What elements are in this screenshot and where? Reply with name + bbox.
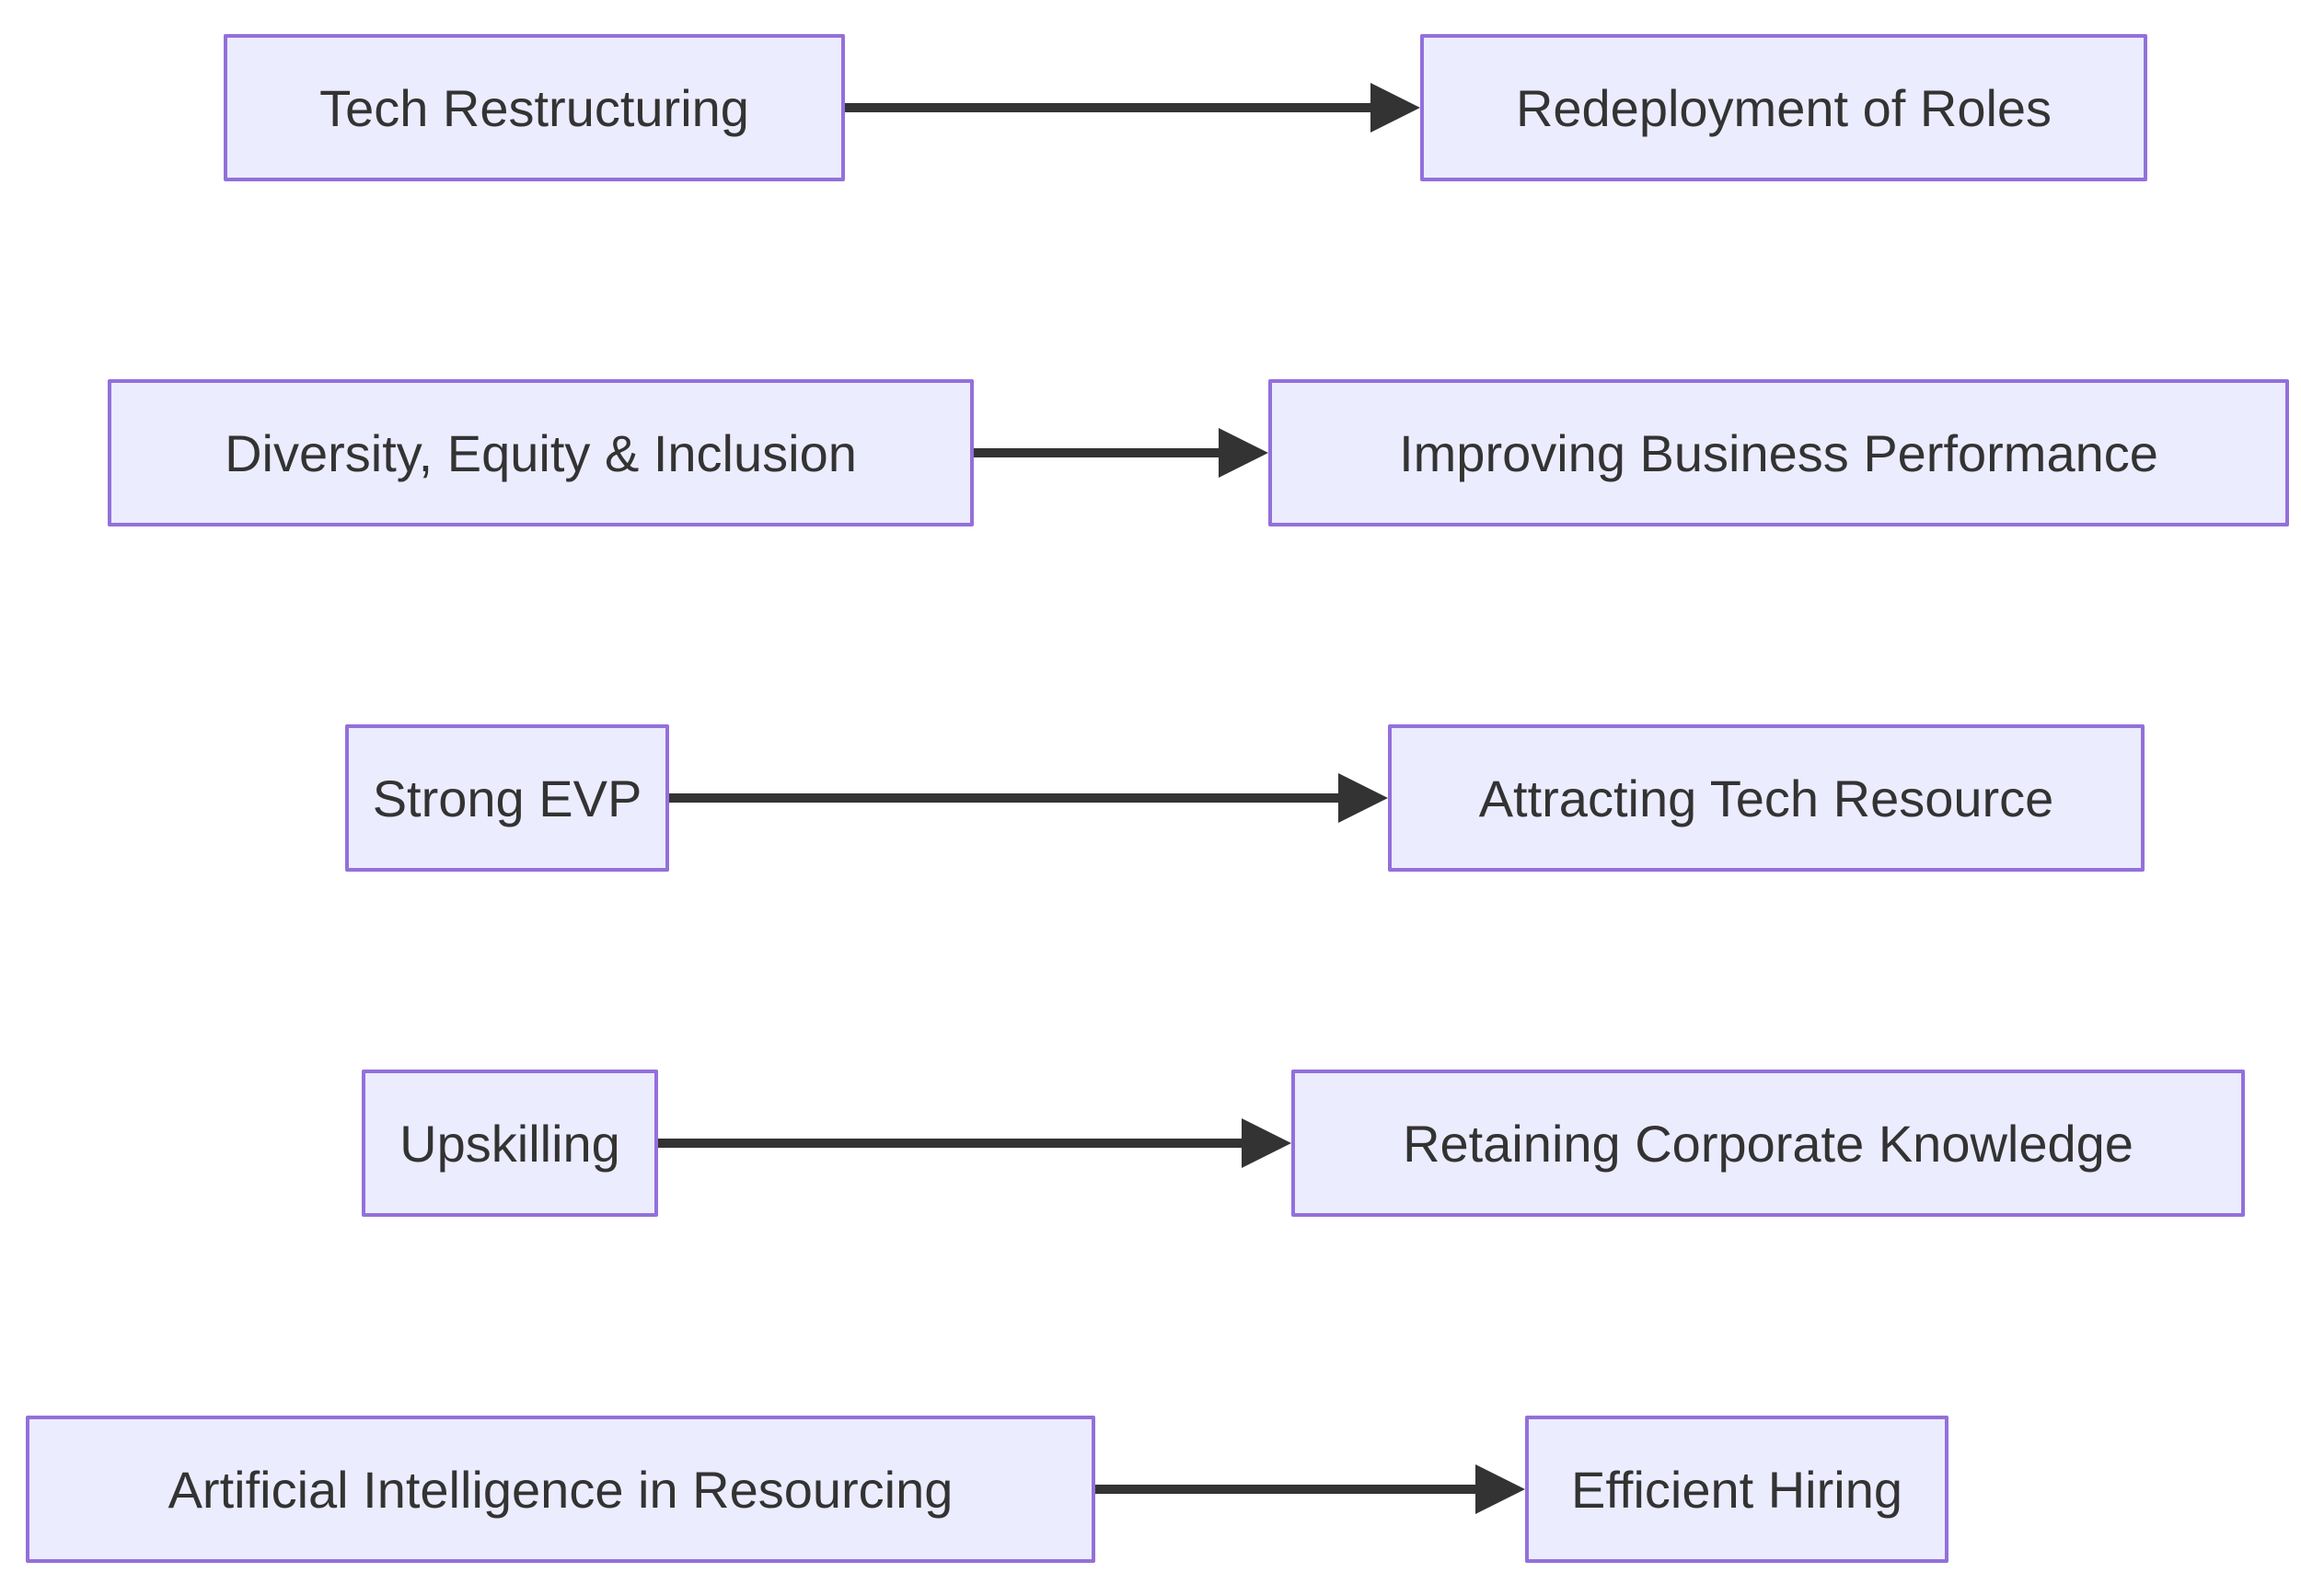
node-label: Tech Restructuring <box>319 78 749 137</box>
arrowhead-icon <box>1475 1464 1525 1514</box>
node-attracting-tech-resource: Attracting Tech Resource <box>1388 724 2145 872</box>
node-artificial-intelligence-in-resourcing: Artificial Intelligence in Resourcing <box>26 1416 1095 1563</box>
node-tech-restructuring: Tech Restructuring <box>224 34 845 181</box>
node-retaining-corporate-knowledge: Retaining Corporate Knowledge <box>1291 1070 2245 1217</box>
arrowhead-icon <box>1219 428 1268 478</box>
arrowhead-icon <box>1242 1118 1291 1168</box>
node-label: Redeployment of Roles <box>1515 78 2052 137</box>
edge-line <box>1095 1485 1481 1494</box>
node-label: Strong EVP <box>372 769 642 827</box>
edge-line <box>974 448 1224 457</box>
node-efficient-hiring: Efficient Hiring <box>1525 1416 1948 1563</box>
arrowhead-icon <box>1370 83 1420 133</box>
node-label: Artificial Intelligence in Resourcing <box>168 1460 954 1519</box>
node-improving-business-performance: Improving Business Performance <box>1268 379 2289 526</box>
edge-line <box>658 1139 1247 1148</box>
node-label: Retaining Corporate Knowledge <box>1403 1114 2133 1173</box>
arrowhead-icon <box>1338 773 1388 823</box>
node-label: Diversity, Equity & Inclusion <box>225 423 857 482</box>
edge-line <box>845 103 1376 112</box>
node-label: Upskilling <box>399 1114 620 1173</box>
node-redeployment-of-roles: Redeployment of Roles <box>1420 34 2147 181</box>
node-diversity-equity-inclusion: Diversity, Equity & Inclusion <box>108 379 974 526</box>
node-strong-evp: Strong EVP <box>345 724 669 872</box>
node-label: Attracting Tech Resource <box>1478 769 2054 827</box>
edge-line <box>669 793 1344 803</box>
node-upskilling: Upskilling <box>362 1070 658 1217</box>
node-label: Efficient Hiring <box>1570 1460 1902 1519</box>
node-label: Improving Business Performance <box>1399 423 2158 482</box>
